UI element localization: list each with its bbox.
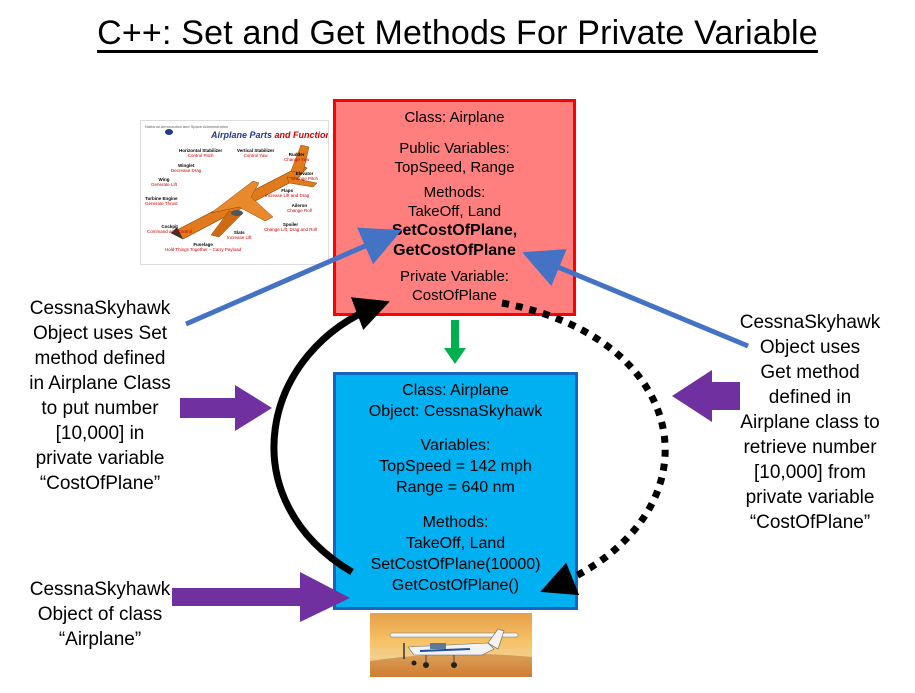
callout-line: CessnaSkyhawk (739, 312, 881, 333)
poster-title: Airplane Parts and Function (211, 130, 329, 140)
set-method-blue-arrow (185, 227, 402, 327)
object-method-set: SetCostOfPlane(10000) (370, 556, 541, 573)
airplane-illustration (165, 129, 318, 240)
callout-line: Object of class (37, 604, 163, 625)
callout-line: in Airplane Class (29, 373, 171, 394)
private-var: CostOfPlane (411, 287, 498, 304)
airplane-parts-poster: National Aeronautics and Space Administr… (140, 120, 329, 265)
callout-line: Airplane class to (740, 412, 880, 433)
get-flow-arrow (501, 299, 669, 596)
callout-line: to put number (41, 398, 159, 419)
public-vars: TopSpeed, Range (394, 159, 515, 176)
callout-line: Object uses (759, 337, 861, 358)
callout-line: Get method (760, 362, 860, 383)
get-method-blue-arrow (522, 249, 749, 349)
variable-range: Range = 640 nm (396, 479, 515, 496)
set-method-callout: CessnaSkyhawk Object uses Set method def… (10, 296, 190, 496)
object-method-takeoff: TakeOff, Land (405, 535, 506, 552)
green-down-arrow (444, 320, 466, 364)
cessna-plane-icon (370, 628, 532, 677)
object-label: Object: CessnaSkyhawk (368, 403, 543, 420)
get-method: GetCostOfPlane (393, 242, 516, 259)
poster-header: National Aeronautics and Space Administr… (145, 124, 229, 129)
slide-title: C++: Set and Get Methods For Private Var… (97, 14, 818, 52)
methods-list: TakeOff, Land (407, 203, 502, 220)
cessna-photo (370, 613, 532, 677)
callout-line: [10,000] in (55, 423, 145, 444)
private-heading: Private Variable: (400, 268, 509, 285)
poster-title-accent: and Function (274, 130, 329, 140)
callout-line: CessnaSkyhawk (29, 579, 171, 600)
callout-line: [10,000] from (754, 462, 866, 483)
variables-heading: Variables: (420, 437, 491, 454)
class-label: Class: Airplane (404, 109, 505, 126)
callout-line: “CostOfPlane” (39, 473, 161, 494)
object-cessnaskyhawk-box: Class: Airplane Object: CessnaSkyhawk Va… (333, 372, 578, 610)
set-method: SetCostOfPlane, (391, 222, 518, 239)
purple-arrow-set (180, 385, 272, 431)
callout-line: method defined (34, 348, 166, 369)
callout-line: private variable (745, 487, 875, 508)
callout-line: Object uses Set (32, 323, 168, 344)
poster-title-main: Airplane Parts (211, 130, 275, 140)
callout-line: defined in (768, 387, 852, 408)
callout-line: “CostOfPlane” (749, 512, 871, 533)
callout-line: retrieve number (743, 437, 877, 458)
callout-line: private variable (35, 448, 165, 469)
public-vars-heading: Public Variables: (399, 140, 510, 157)
variable-topspeed: TopSpeed = 142 mph (379, 458, 532, 475)
object-class-label: Class: Airplane (402, 382, 509, 399)
class-airplane-box: Class: Airplane Public Variables: TopSpe… (333, 99, 576, 316)
methods-heading: Methods: (423, 184, 486, 201)
object-method-get: GetCostOfPlane() (391, 577, 520, 594)
set-flow-arrow (270, 297, 390, 576)
object-methods-heading: Methods: (422, 514, 489, 531)
purple-arrow-object (172, 572, 350, 622)
callout-line: CessnaSkyhawk (29, 298, 171, 319)
get-method-callout: CessnaSkyhawk Object uses Get method def… (710, 310, 910, 535)
purple-arrow-get (672, 370, 740, 422)
object-of-class-callout: CessnaSkyhawk Object of class “Airplane” (10, 577, 190, 652)
callout-line: “Airplane” (58, 629, 142, 650)
